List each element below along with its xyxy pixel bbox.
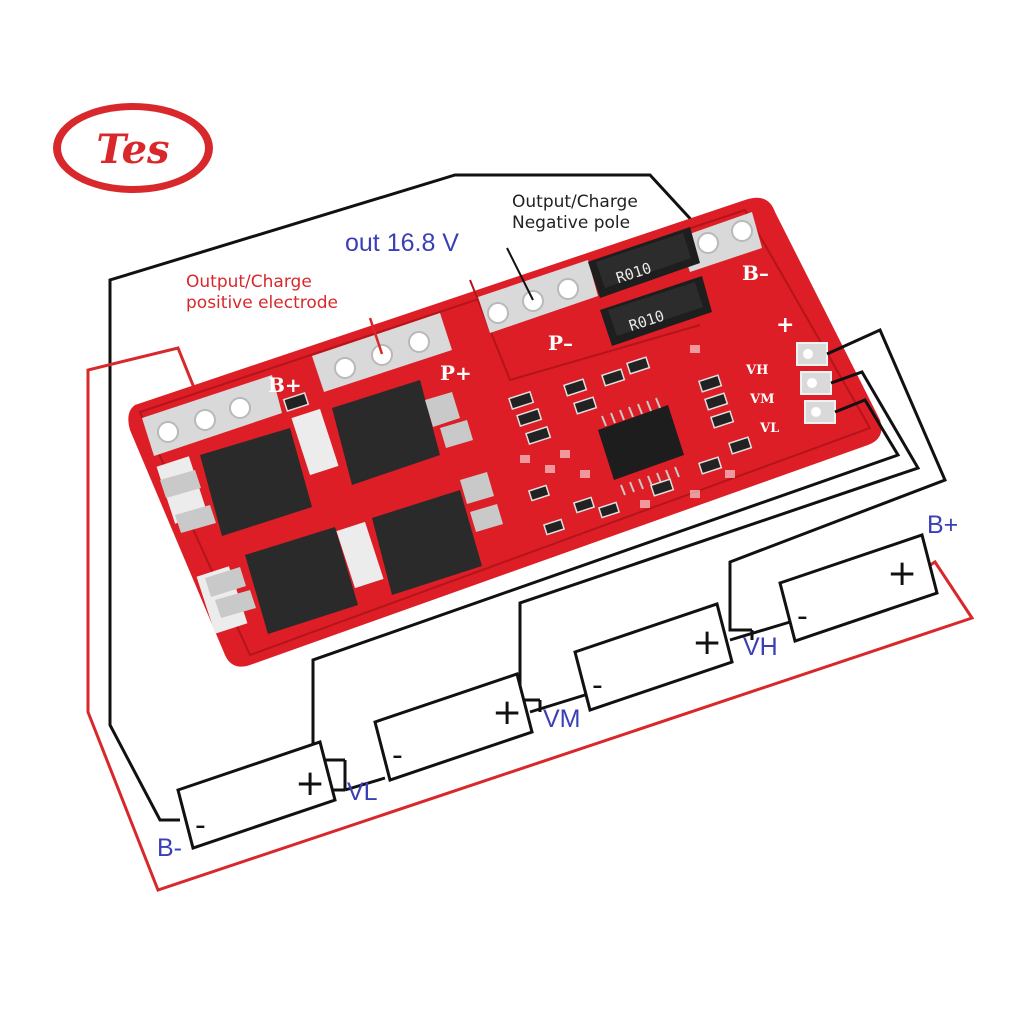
battery-cell-2: - +	[373, 672, 534, 782]
cell-4-plus: +	[887, 553, 917, 594]
mosfet-1	[291, 380, 473, 485]
battery-cell-4: - +	[778, 533, 939, 643]
positive-electrode-annotation: Output/Charge positive electrode	[186, 272, 338, 314]
cell-1-minus: -	[195, 808, 206, 843]
protection-ic	[598, 397, 684, 496]
pad-label-b-minus: B–	[742, 261, 769, 285]
bms-board: B+ P+ P– B– + VH VM VL R010	[128, 197, 882, 667]
sense-resistor-2: R010	[600, 276, 712, 346]
pad-label-vl: VL	[759, 421, 779, 436]
mosfet-4	[196, 527, 358, 634]
output-voltage-label: out 16.8 V	[345, 229, 459, 257]
pointer-positive	[368, 317, 384, 355]
battery-cell-1: - +	[176, 740, 337, 850]
cell-4-minus: -	[797, 599, 808, 634]
positive-electrode-line2: positive electrode	[186, 293, 339, 313]
pointer-negative	[506, 247, 534, 301]
wire-vh	[728, 328, 947, 632]
cell-3-minus: -	[592, 668, 603, 703]
wire-b-plus	[86, 346, 975, 892]
pad-label-b-plus: B+	[268, 373, 302, 397]
pad-label-vh: VH	[745, 363, 768, 378]
wire-label-b-minus: B-	[157, 834, 182, 862]
smd-components	[282, 356, 753, 536]
wire-b-minus	[108, 173, 710, 822]
pad-label-plus: +	[776, 312, 794, 338]
pad-label-vm: VM	[749, 392, 774, 407]
negative-pole-line1: Output/Charge	[512, 192, 638, 212]
wire-label-vl: VL	[347, 778, 378, 806]
logo-text: Tes	[96, 126, 169, 173]
positive-electrode-line1: Output/Charge	[186, 272, 312, 292]
wire-label-b-plus: B+	[927, 511, 959, 539]
negative-pole-annotation: Output/Charge Negative pole	[512, 192, 638, 234]
cell-1-plus: +	[295, 763, 325, 804]
cell-2-plus: +	[492, 692, 522, 733]
mosfet-3	[336, 472, 503, 595]
pad-label-p-plus: P+	[440, 361, 472, 385]
tes-logo: Tes	[53, 103, 213, 193]
mosfet-2	[156, 428, 312, 536]
cell-2-minus: -	[392, 738, 403, 773]
pad-label-p-minus: P–	[548, 331, 573, 355]
wire-label-vh: VH	[743, 633, 778, 661]
wire-label-vm: VM	[543, 705, 581, 733]
negative-pole-line2: Negative pole	[512, 213, 631, 233]
cell-3-plus: +	[692, 622, 722, 663]
sense-resistor-1: R010	[588, 227, 700, 298]
battery-cell-3: - +	[573, 602, 734, 712]
